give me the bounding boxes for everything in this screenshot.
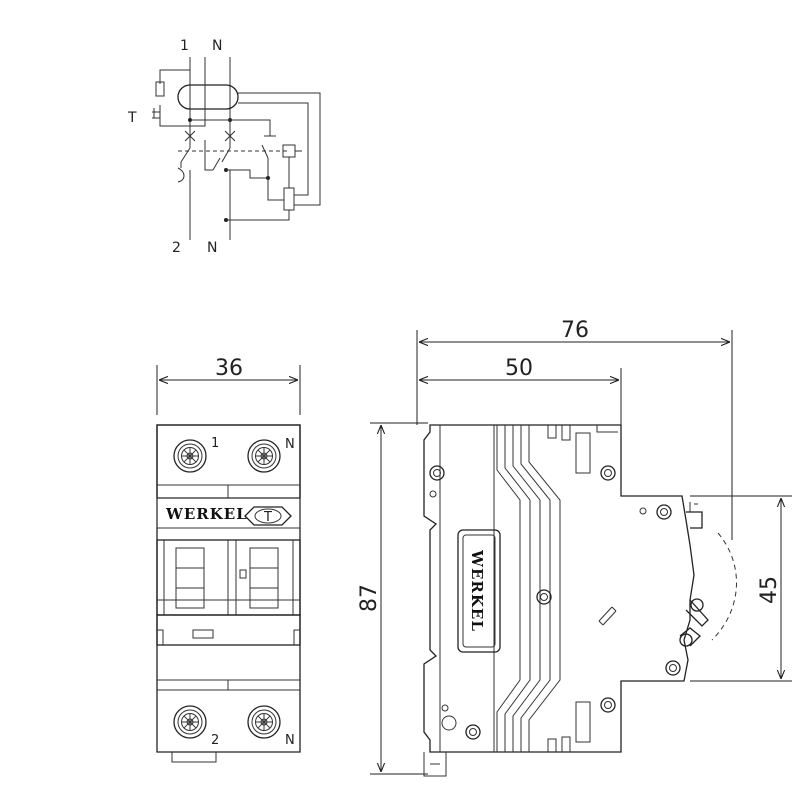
side-brand-label: WERKEL	[468, 549, 486, 632]
terminal-label-n-bottom: N	[285, 733, 295, 748]
terminal-label-1: 1	[211, 436, 219, 451]
circuit-schematic: 1 N T 2 N	[127, 38, 321, 256]
dimension-width: 36	[215, 356, 243, 381]
side-contour-1	[496, 425, 521, 752]
side-contour-4	[520, 425, 551, 752]
terminal-label-n-top: N	[285, 437, 295, 452]
dimension-rail-height: 45	[757, 576, 782, 604]
side-contour-2	[504, 425, 531, 752]
side-housing	[423, 424, 695, 753]
schematic-label-t: T	[127, 110, 137, 126]
phase-switch-1	[180, 147, 191, 240]
side-contour-5	[528, 425, 561, 752]
din-clip-side	[423, 752, 447, 777]
side-brand-plate	[457, 529, 501, 653]
test-resistor	[155, 81, 165, 97]
dimension-overall-depth: 76	[561, 318, 589, 343]
toggle-lever-2[interactable]	[249, 547, 279, 609]
neutral-line	[221, 57, 231, 240]
test-button-symbol	[152, 105, 161, 119]
terminal-screw-bottom-2	[173, 705, 207, 739]
test-button-label: T	[263, 510, 272, 525]
terminal-screw-bottom-n	[247, 705, 281, 739]
front-brand-label: WERKEL	[165, 505, 248, 523]
toroid-transformer	[177, 84, 239, 110]
terminal-screw-top-n	[247, 439, 281, 473]
schematic-label-n-top: N	[212, 38, 222, 54]
toggle-lever-side[interactable]	[686, 511, 703, 529]
side-contour-3	[512, 425, 541, 752]
electronics-module	[283, 187, 295, 211]
toggle-lever-1[interactable]	[175, 547, 205, 609]
terminal-screw-top-1	[173, 439, 207, 473]
schematic-label-1: 1	[180, 38, 189, 54]
terminal-label-2: 2	[211, 733, 219, 748]
din-clip-front	[171, 752, 217, 763]
test-button[interactable]	[244, 506, 292, 526]
lever-swing-arc	[711, 532, 737, 641]
side-view: 76 50 87 45 WERKEL	[357, 318, 792, 777]
dimension-front-depth: 50	[505, 356, 533, 381]
test-circuit	[159, 57, 206, 127]
status-window	[192, 629, 214, 639]
front-view: 36 WERKEL T 1 N 2 N	[156, 356, 301, 763]
schematic-label-2: 2	[172, 240, 181, 256]
schematic-label-n-bottom: N	[207, 240, 217, 256]
dimension-height: 87	[357, 584, 382, 612]
